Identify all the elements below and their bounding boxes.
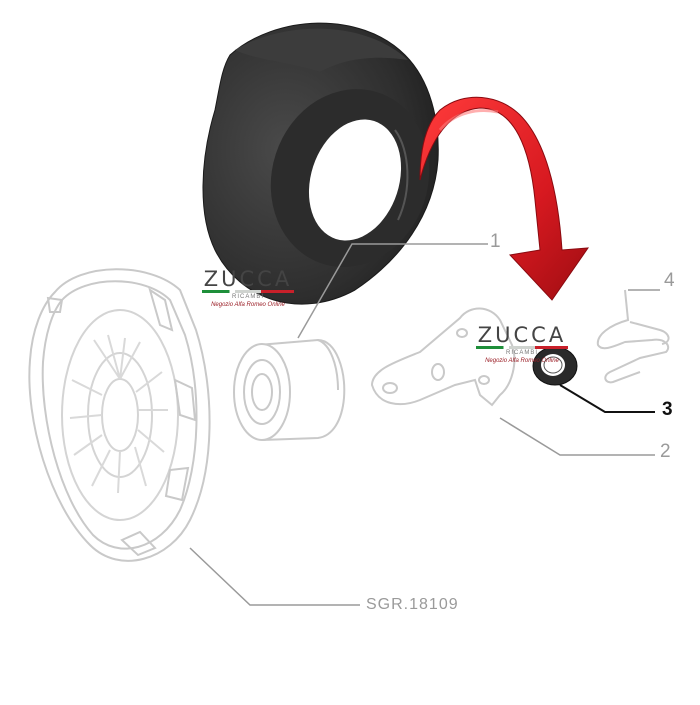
callout-1: 1 — [490, 231, 501, 252]
watermark-subtitle: RICAMBI — [231, 294, 264, 300]
part-reference-code: SGR.18109 — [366, 596, 459, 613]
leader-line-ref — [189, 547, 360, 606]
watermark-tagline-2: Negozio Alfa Romeo Online — [485, 358, 559, 364]
watermark-brand-2: ZUCCA — [477, 323, 567, 347]
leader-line-3 — [559, 384, 655, 413]
leader-line-2 — [499, 417, 655, 456]
callout-4: 4 — [664, 270, 675, 291]
watermark-brand: ZUCCA — [203, 267, 293, 291]
rubber-boot-enlarged — [202, 22, 439, 305]
watermark-flag-bar — [202, 290, 294, 293]
release-fork — [370, 307, 516, 407]
clutch-pressure-plate — [28, 268, 211, 562]
watermark-logo: ZUCCA RICAMBI Negozio Alfa Romeo Online — [198, 268, 298, 309]
leader-lines — [189, 243, 660, 606]
leader-line-1 — [297, 243, 488, 339]
highlight-arrow — [419, 96, 590, 301]
watermark-tagline: Negozio Alfa Romeo Online — [211, 302, 285, 308]
watermark-flag-bar-2 — [476, 346, 568, 349]
retaining-spring — [596, 289, 670, 384]
release-bearing — [233, 338, 346, 441]
watermark-logo-2: ZUCCA RICAMBI Negozio Alfa Romeo Online — [472, 324, 572, 365]
callout-2: 2 — [660, 441, 671, 462]
watermark-subtitle-2: RICAMBI — [505, 350, 538, 356]
callout-3: 3 — [662, 399, 673, 420]
